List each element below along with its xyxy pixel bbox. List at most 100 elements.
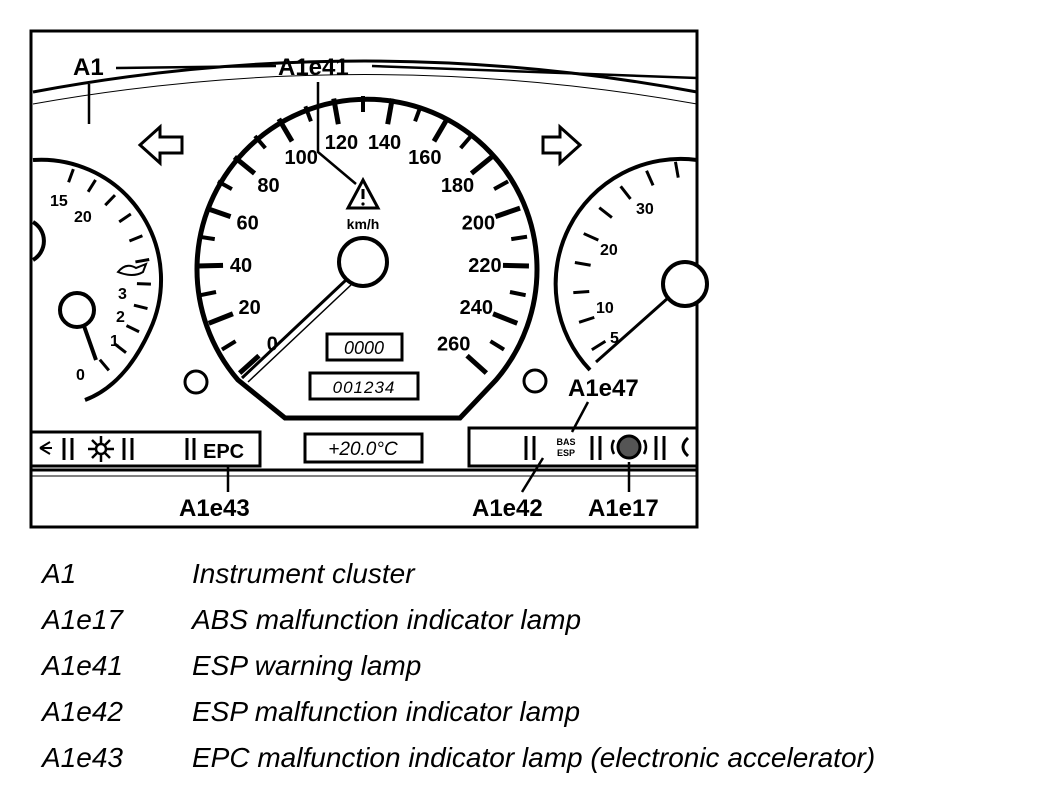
tachometer-ticks xyxy=(67,168,151,372)
speedometer-label-120: 120 xyxy=(325,132,358,154)
speedometer-minor-tick xyxy=(510,234,528,242)
tacho-label-2: 2 xyxy=(116,309,125,326)
speedometer-label-80: 80 xyxy=(257,175,279,197)
speedometer-major-tick xyxy=(465,353,489,375)
speedometer-major-tick xyxy=(502,262,530,269)
right-gauge-tick xyxy=(645,170,655,186)
speedometer-minor-tick xyxy=(198,234,216,242)
right-gauge-tick xyxy=(578,315,595,324)
speedometer-minor-tick xyxy=(253,134,267,150)
tachometer-tick xyxy=(104,194,117,207)
right-gauge-tick xyxy=(673,161,680,178)
legend-description: Instrument cluster xyxy=(192,558,415,589)
speedometer-major-tick xyxy=(207,311,234,326)
tachometer-tick xyxy=(135,258,150,264)
legend-description: ESP warning lamp xyxy=(192,650,422,681)
tachometer-tick xyxy=(128,234,143,243)
right-gauge-tick xyxy=(574,260,591,267)
callout-a1e17: A1e17 xyxy=(588,495,659,522)
right-gauge-label-30: 30 xyxy=(636,201,654,218)
oil-can-icon xyxy=(116,262,148,276)
speedometer-label-0: 0 xyxy=(267,334,278,356)
speedometer-minor-tick xyxy=(509,290,527,298)
trip-odometer-box xyxy=(325,332,404,362)
speedometer-label-220: 220 xyxy=(468,255,501,277)
right-gauge-tick xyxy=(591,339,607,351)
speedometer-major-tick xyxy=(494,205,521,219)
tacho-label-3: 3 xyxy=(118,286,127,303)
speedometer-label-40: 40 xyxy=(230,255,252,277)
light-symbol-icon xyxy=(39,441,52,455)
right-turn-arrow-icon xyxy=(541,123,583,167)
speedometer-label-160: 160 xyxy=(408,147,441,169)
speedometer-label-180: 180 xyxy=(441,175,474,197)
left-indicator-strip xyxy=(29,430,262,468)
total-odometer-value: 001234 xyxy=(333,378,396,397)
legend-description: ABS malfunction indicator lamp xyxy=(192,604,582,635)
left-round-lamp xyxy=(183,369,209,395)
speedometer-unit: km/h xyxy=(347,216,380,232)
speedometer-minor-tick xyxy=(216,179,233,191)
right-gauge-label-5: 5 xyxy=(610,330,619,347)
speedometer-minor-tick xyxy=(199,290,217,298)
callout-a1e42: A1e42 xyxy=(472,495,543,522)
legend-code: A1e43 xyxy=(42,742,123,773)
legend-description: ESP malfunction indicator lamp xyxy=(192,696,581,727)
speedometer-minor-tick xyxy=(493,179,510,191)
right-gauge-hub xyxy=(661,260,709,308)
speedometer-needle xyxy=(240,278,348,380)
abs-symbol-icon xyxy=(610,434,648,460)
speedometer-label-100: 100 xyxy=(284,147,317,169)
legend-row: A1e42 ESP malfunction indicator lamp xyxy=(42,690,1042,736)
speedometer-major-tick xyxy=(469,155,494,176)
tachometer: 15 20 3 2 1 0 xyxy=(31,157,164,402)
tachometer-bezel xyxy=(32,157,164,402)
callout-a1: A1 xyxy=(73,54,104,81)
speedometer-minor-tick xyxy=(489,339,506,352)
tacho-label-1: 1 xyxy=(110,333,119,350)
right-gauge: 30 20 10 5 xyxy=(553,156,709,372)
bas-indicator: BAS xyxy=(556,437,575,447)
temperature-display: +20.0°C xyxy=(328,439,398,460)
speedometer-minor-tick xyxy=(303,105,313,123)
left-turn-arrow-icon xyxy=(137,123,184,167)
right-gauge-tick xyxy=(598,206,613,219)
tachometer-tick xyxy=(114,342,127,354)
speedometer-major-tick xyxy=(492,311,519,326)
tachometer-tick xyxy=(133,303,148,311)
legend-code: A1e17 xyxy=(42,604,123,635)
legend-row: A1e41 ESP warning lamp xyxy=(42,644,1042,690)
right-gauge-needle xyxy=(595,296,669,364)
speedometer-minor-tick xyxy=(220,339,237,352)
legend-row: A1e43 EPC malfunction indicator lamp (el… xyxy=(42,736,1042,782)
tachometer-tick xyxy=(86,179,97,193)
cluster-top-arc xyxy=(32,59,698,94)
temperature-display-box xyxy=(303,432,424,464)
speedometer-major-tick xyxy=(237,353,261,375)
tacho-sub-dial xyxy=(31,220,46,262)
speedometer-label-20: 20 xyxy=(239,297,261,319)
trip-odometer-value: 0000 xyxy=(344,338,384,358)
tachometer-tick xyxy=(118,212,132,224)
tachometer-tick xyxy=(67,168,75,183)
tacho-hub xyxy=(58,291,96,329)
epc-indicator: EPC xyxy=(203,441,244,463)
right-indicator-strip xyxy=(467,426,699,468)
speedometer-label-200: 200 xyxy=(462,212,495,234)
legend-row: A1e17 ABS malfunction indicator lamp xyxy=(42,598,1042,644)
tacho-label-15: 15 xyxy=(50,193,68,210)
right-gauge-label-10: 10 xyxy=(596,300,614,317)
legend: A1 Instrument cluster A1e17 ABS malfunct… xyxy=(42,552,1042,782)
sun-symbol-icon xyxy=(88,436,114,462)
esp-warning-triangle-icon xyxy=(345,176,381,210)
speedometer-minor-tick xyxy=(413,105,423,123)
callout-a1e43: A1e43 xyxy=(179,495,250,522)
tacho-label-0: 0 xyxy=(76,367,85,384)
speedometer-minor-tick xyxy=(459,134,473,150)
right-gauge-ticks xyxy=(573,161,680,351)
callout-a1e47: A1e47 xyxy=(568,375,639,402)
esp-indicator: ESP xyxy=(557,448,575,458)
brake-symbol-icon xyxy=(681,436,690,458)
